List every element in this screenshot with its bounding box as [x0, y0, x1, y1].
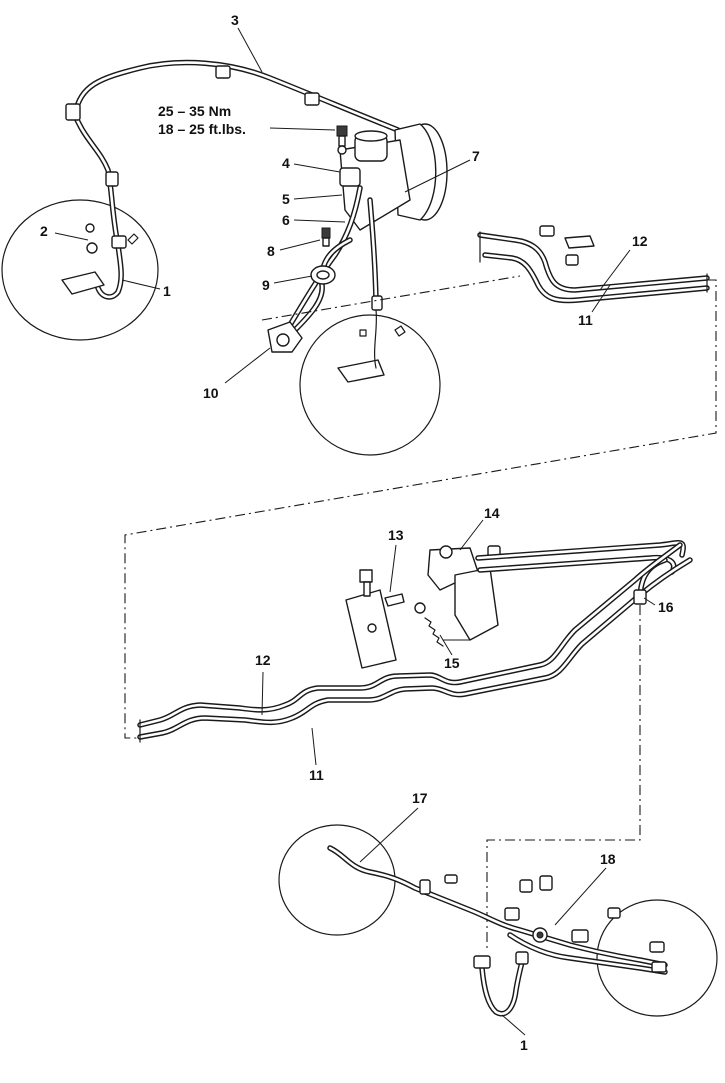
- callout-17: 17: [412, 790, 428, 806]
- rear-three-way-connector: [532, 927, 548, 943]
- callout-18: 18: [600, 851, 616, 867]
- callout-1: 1: [163, 283, 171, 299]
- master-cylinder-outlet-pipes: [287, 185, 379, 333]
- continuation-line: [124, 279, 717, 739]
- callout-11: 11: [578, 312, 593, 328]
- brake-pipe-11-12-rear: [137, 542, 693, 743]
- continuation-line: [261, 275, 521, 321]
- rear-right-brake-disc: [596, 899, 718, 1017]
- front-proportioning-valve: [267, 321, 303, 353]
- callout-14: 14: [484, 505, 500, 521]
- rear-axle-brake-pipe: [327, 845, 668, 975]
- front-left-brake-disc: [1, 199, 159, 341]
- callout-9: 9: [262, 277, 270, 293]
- callout-8: 8: [267, 243, 275, 259]
- callout-12: 12: [255, 652, 271, 668]
- pipe-clip: [65, 65, 320, 187]
- callout-12: 12: [632, 233, 648, 249]
- callout-5: 5: [282, 191, 290, 207]
- valve-spring: [424, 617, 471, 647]
- rear-valve-pipes: [475, 540, 686, 603]
- rear-axle-clip: [419, 874, 667, 973]
- rear-left-brake-disc: [278, 824, 396, 936]
- pipe-union: [633, 589, 647, 605]
- load-sensing-proportioning-valve: [427, 545, 501, 641]
- callout-2: 2: [40, 223, 48, 239]
- union-bolt: [321, 227, 331, 247]
- callout-6: 6: [282, 212, 290, 228]
- callout-13: 13: [388, 527, 404, 543]
- rear-mounting-bracket: [345, 569, 426, 669]
- torque-spec-metric: 25 – 35 Nm: [158, 103, 231, 119]
- callout-10: 10: [203, 385, 219, 401]
- callout-3: 3: [231, 12, 239, 28]
- brake-pipe-3: [72, 59, 401, 248]
- callout-15: 15: [444, 655, 460, 671]
- mounting-bolt: [336, 125, 348, 155]
- torque-spec-imperial: 18 – 25 ft.lbs.: [158, 121, 246, 137]
- callout-16: 16: [658, 599, 674, 615]
- callout-4: 4: [282, 155, 290, 171]
- front-left-brake-hose: [61, 223, 139, 300]
- front-right-brake-disc: [299, 314, 441, 456]
- callout-1: 1: [520, 1037, 528, 1053]
- brake-pipe-11-12-front: [477, 231, 710, 304]
- callout-11: 11: [309, 767, 324, 783]
- front-right-brake-hose: [337, 295, 406, 383]
- rear-brake-hose: [473, 951, 529, 1017]
- callout-leader-lines: [54, 27, 656, 1036]
- pipe-bracket: [539, 225, 595, 266]
- callout-7: 7: [472, 148, 480, 164]
- hose-clamp-ring: [310, 265, 336, 285]
- continuation-line: [486, 605, 641, 950]
